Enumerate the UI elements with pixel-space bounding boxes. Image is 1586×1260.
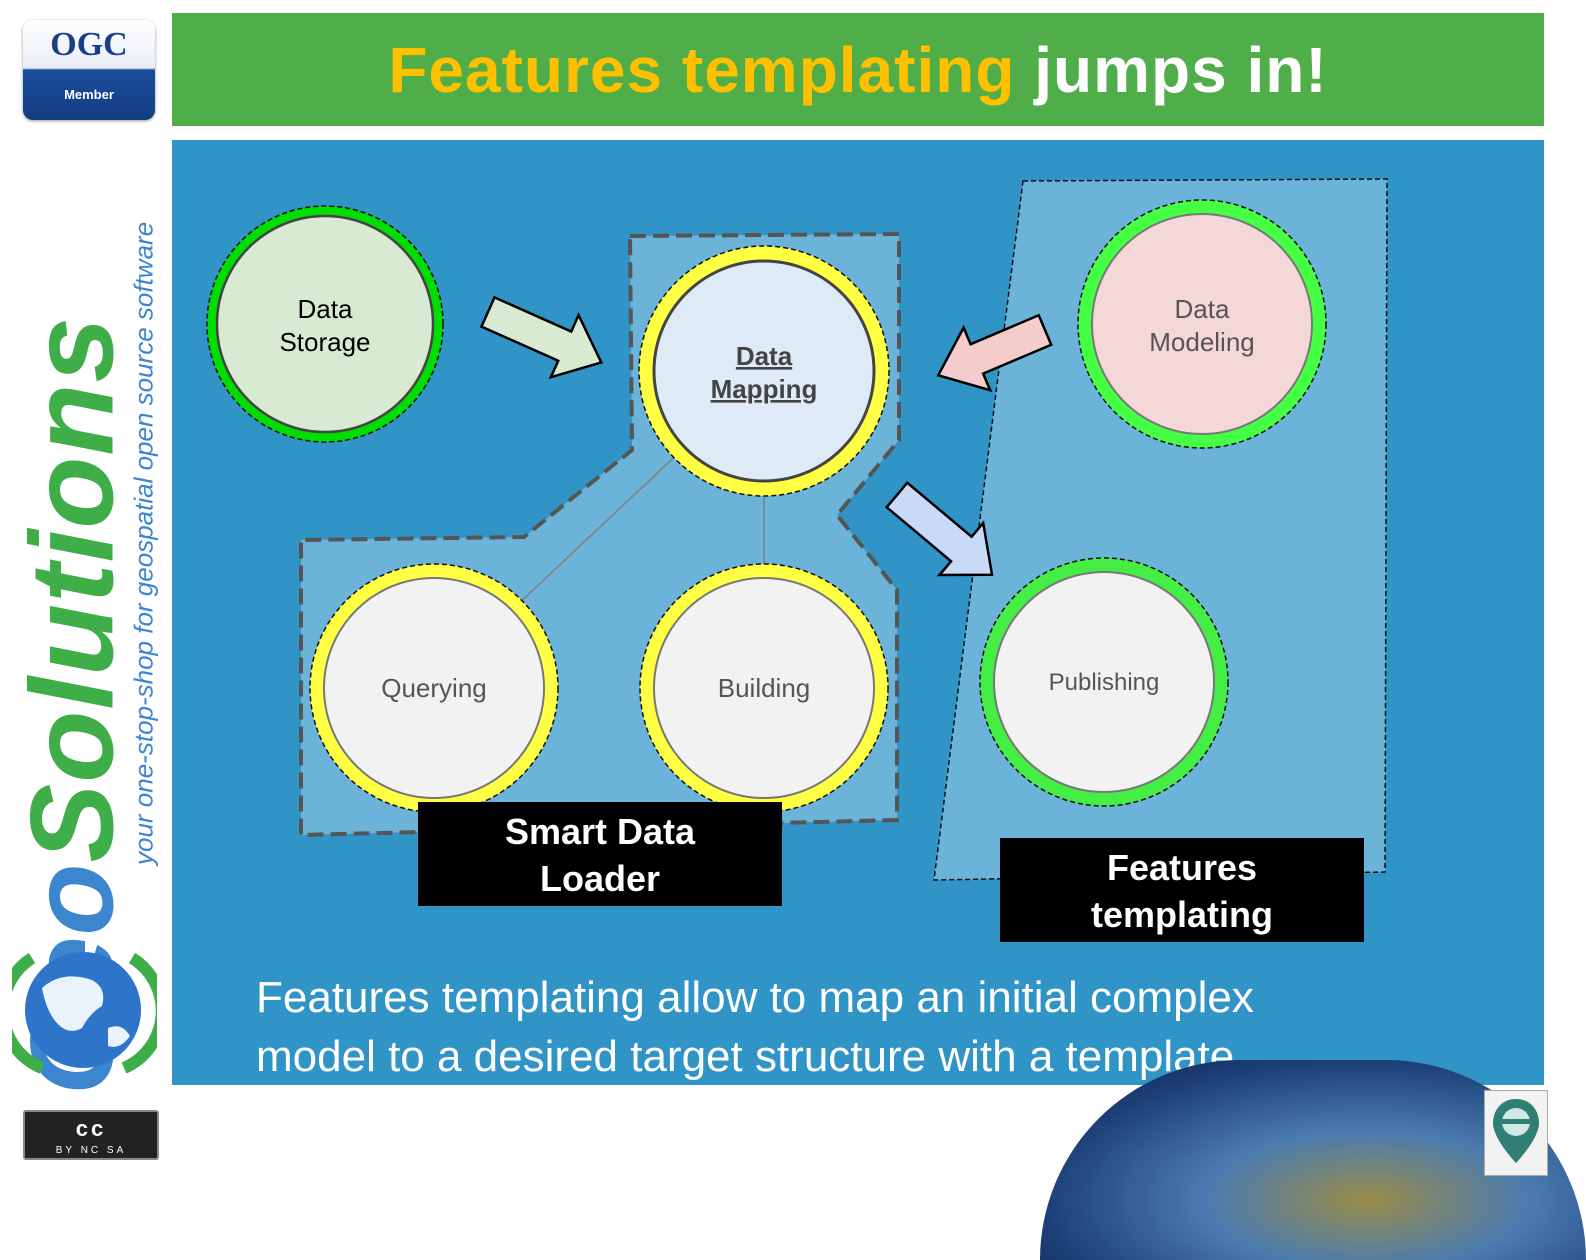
ogc-logo-text: OGC (50, 26, 128, 63)
caption-line1: Features templating allow to map an init… (256, 973, 1254, 1022)
license-sub: BY NC SA (55, 1145, 127, 1156)
data-storage-line1: Data (298, 294, 353, 324)
node-building: Building (639, 563, 889, 813)
features-templating-line1: Features (1107, 847, 1257, 888)
data-storage-line2: Storage (279, 327, 370, 357)
main-panel: Data Storage Data Mapping Data Modeling … (172, 140, 1544, 1085)
smart-data-loader-line1: Smart Data (505, 811, 696, 852)
node-publishing: Publishing (979, 557, 1229, 807)
ogc-logo-sub: Member (64, 87, 114, 102)
smart-data-loader-label: Smart Data Loader (418, 802, 782, 906)
data-modeling-line1: Data (1175, 294, 1230, 324)
connector-mapping-querying (512, 445, 687, 610)
arrow-modeling-to-mapping (936, 313, 1053, 393)
publishing-label: Publishing (1049, 669, 1160, 696)
brand-solutions: Solutions (6, 315, 139, 863)
features-templating-line2: templating (1091, 894, 1273, 935)
caption-line2: model to a desired target structure with… (256, 1032, 1235, 1081)
node-querying: Querying (309, 563, 559, 813)
title-rest: jumps in! (1034, 33, 1328, 106)
page-title: Features templating jumps in! (388, 33, 1327, 107)
title-bar: Features templating jumps in! (172, 13, 1544, 126)
arrow-storage-to-mapping (479, 295, 604, 380)
ogc-logo: OGC Member (23, 20, 155, 120)
node-data-storage: Data Storage (206, 205, 444, 443)
creative-commons-icon: cc BY NC SA (23, 1110, 159, 1160)
node-data-modeling: Data Modeling (1077, 199, 1327, 449)
node-data-mapping: Data Mapping (638, 245, 890, 497)
querying-label: Querying (381, 673, 487, 703)
brand-tagline: your one-stop-shop for geospatial open s… (128, 221, 159, 865)
building-label: Building (718, 673, 811, 703)
globe-icon (12, 952, 157, 1074)
data-mapping-line2: Mapping (711, 374, 818, 404)
license-text: cc (75, 1116, 107, 1141)
sidebar: OGC Member GeoSolutions your one-stop-sh… (0, 0, 172, 1190)
data-modeling-line2: Modeling (1149, 327, 1255, 357)
features-templating-label: Features templating (1000, 838, 1364, 942)
smart-data-loader-line2: Loader (540, 858, 660, 899)
map-marker-icon (1484, 1090, 1548, 1176)
arrow-mapping-to-publishing (884, 480, 994, 577)
caption: Features templating allow to map an init… (256, 968, 1476, 1086)
title-highlight: Features templating (388, 33, 1016, 106)
data-mapping-line1: Data (736, 341, 793, 371)
diagram: Data Storage Data Mapping Data Modeling … (206, 178, 1388, 942)
